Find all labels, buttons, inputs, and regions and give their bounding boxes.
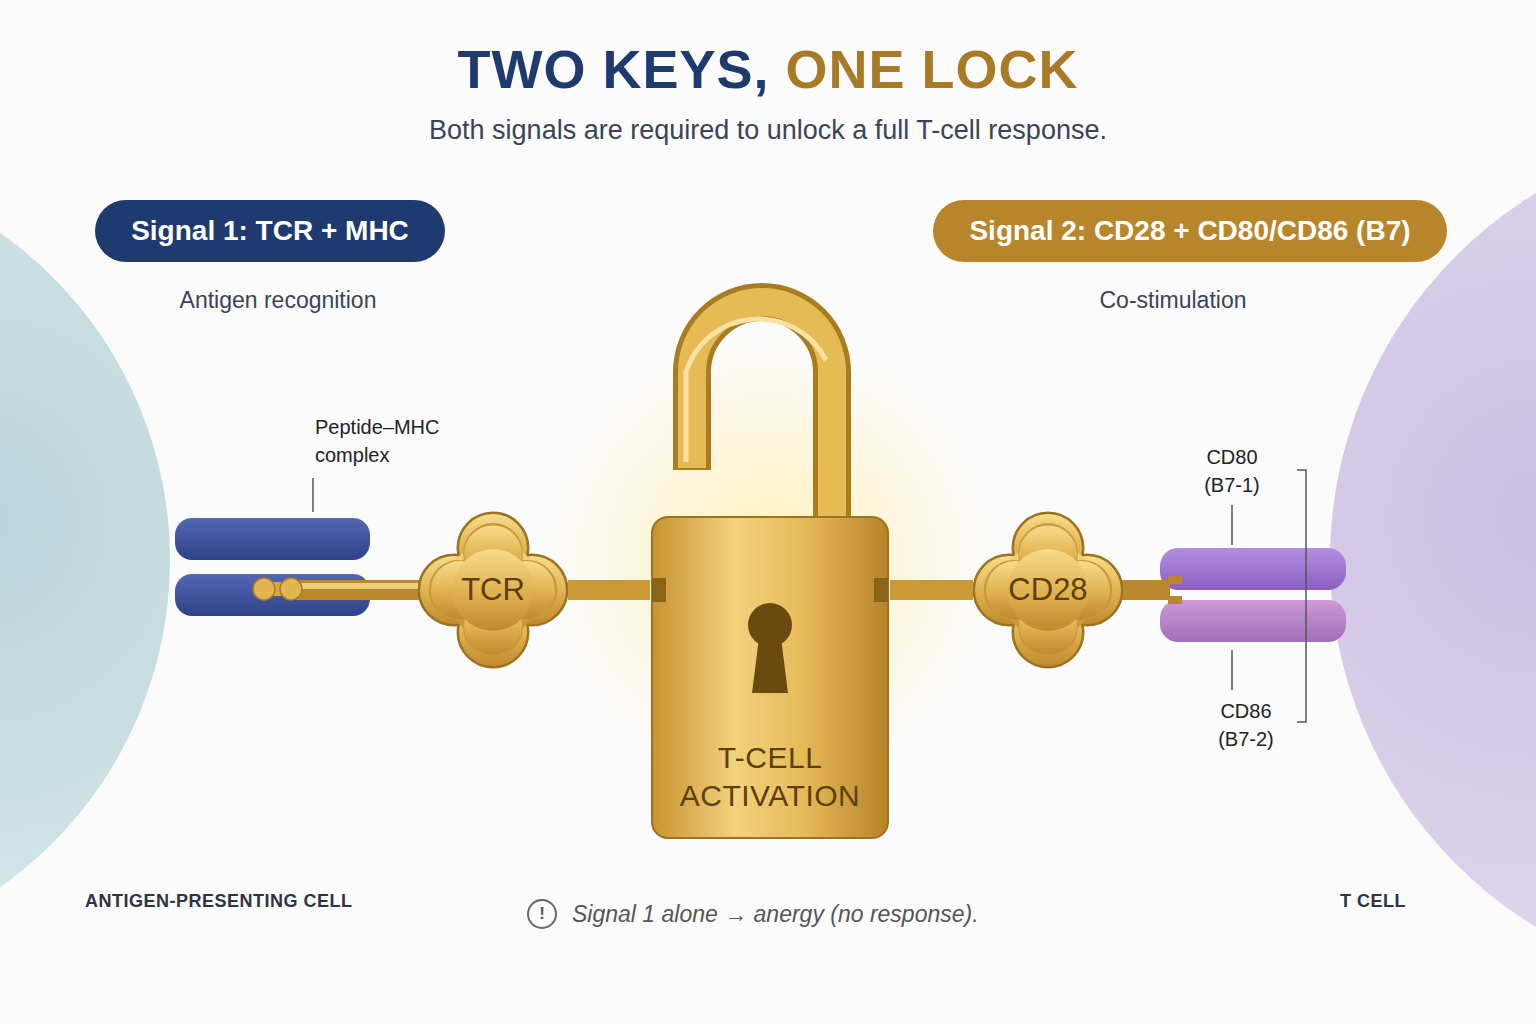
note: Signal 1 alone → anergy (no response). — [572, 898, 979, 930]
key-head: CD28 — [973, 510, 1123, 670]
cell-label: T CELL — [1340, 889, 1406, 914]
lock-body: T-CELL ACTIVATION — [650, 515, 890, 840]
leader-line — [1231, 505, 1233, 545]
mhc-domain — [175, 518, 370, 560]
cd80-molecule — [1160, 548, 1346, 590]
key-head: TCR — [418, 510, 568, 670]
key-label: TCR — [461, 572, 525, 608]
cell-label: ANTIGEN-PRESENTING CELL — [85, 889, 353, 914]
signal-caption: Co-stimulation — [1100, 284, 1247, 316]
signal-caption: Antigen recognition — [180, 284, 377, 316]
key-shaft — [296, 580, 430, 600]
signal-pill: Signal 2: CD28 + CD80/CD86 (B7) — [933, 200, 1447, 262]
lock-label: T-CELL ACTIVATION — [670, 739, 870, 814]
subtitle: Both signals are required to unlock a fu… — [429, 112, 1107, 150]
peptide — [253, 578, 302, 600]
signal-title: Signal 1: TCR + MHC — [131, 215, 409, 247]
part-label: CD86 (B7-2) — [1206, 697, 1286, 753]
title: TWO KEYS, ONE LOCK — [457, 38, 1078, 100]
leader-line — [312, 478, 314, 512]
warning-icon: ! — [527, 899, 557, 929]
part-label: Peptide–MHC complex — [315, 413, 475, 469]
lock-shackle-highlight — [686, 319, 826, 462]
key-bit — [1168, 580, 1182, 600]
cd86-molecule — [1160, 600, 1346, 642]
signal-title: Signal 2: CD28 + CD80/CD86 (B7) — [969, 215, 1410, 247]
signal-pill: Signal 1: TCR + MHC — [95, 200, 445, 262]
apc-cell — [0, 160, 170, 960]
bracket — [1297, 470, 1306, 722]
key-shaft — [568, 580, 650, 600]
key-shaft-highlight — [296, 583, 430, 589]
key-shaft — [890, 580, 973, 600]
part-label: CD80 (B7-1) — [1192, 443, 1272, 499]
key-label: CD28 — [1008, 572, 1087, 608]
leader-line — [1231, 650, 1233, 690]
